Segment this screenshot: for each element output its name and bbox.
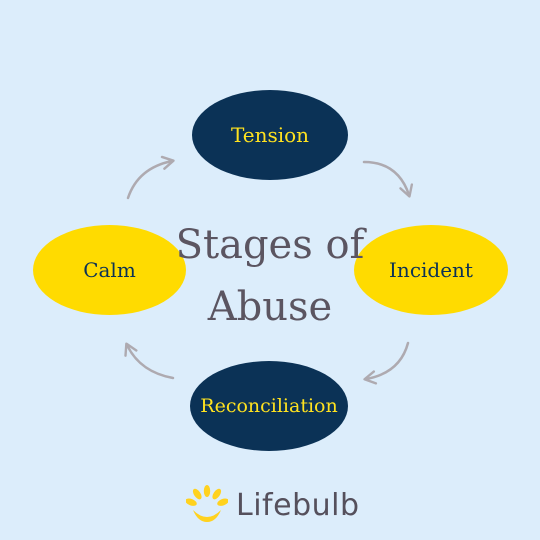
arrow-incident-to-reconciliation xyxy=(363,341,410,385)
diagram-title: Stages of Abuse xyxy=(170,214,370,338)
arrow-reconciliation-to-calm xyxy=(124,342,175,380)
stage-calm-label: Calm xyxy=(83,258,136,282)
stage-tension-label: Tension xyxy=(230,123,310,147)
diagram-title-line2: Abuse xyxy=(207,284,333,330)
stage-tension: Tension xyxy=(192,90,348,180)
stage-incident: Incident xyxy=(354,225,508,315)
stage-calm: Calm xyxy=(33,225,186,315)
lifebulb-logo: Lifebulb xyxy=(186,484,360,526)
arrow-calm-to-tension xyxy=(126,155,175,200)
stage-reconciliation-label: Reconciliation xyxy=(200,394,338,417)
diagram-title-line1: Stages of xyxy=(175,222,365,268)
stage-incident-label: Incident xyxy=(389,258,473,282)
lifebulb-logo-text: Lifebulb xyxy=(236,487,360,523)
sun-bulb-icon xyxy=(186,485,228,522)
stage-reconciliation: Reconciliation xyxy=(190,361,348,451)
arrow-tension-to-incident xyxy=(362,160,414,198)
